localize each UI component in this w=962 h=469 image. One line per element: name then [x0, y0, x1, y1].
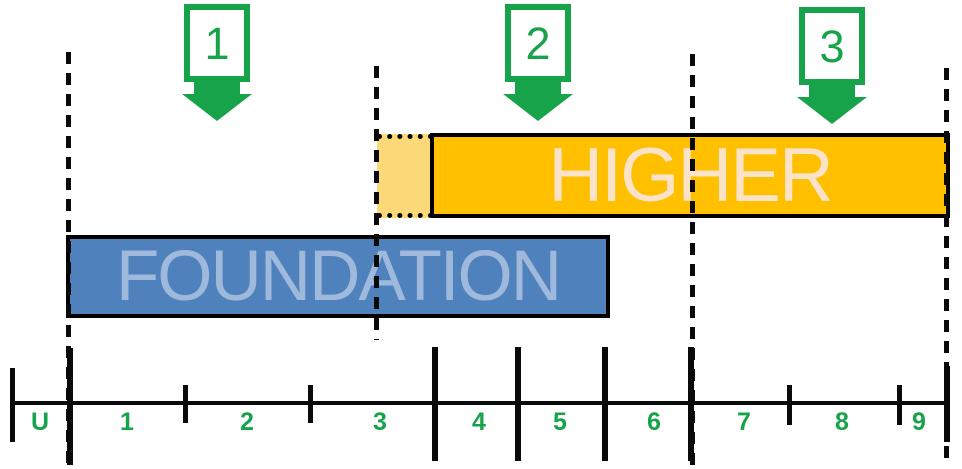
scale-label-3: 3 [373, 408, 387, 436]
marker-2: 2 [503, 4, 573, 121]
foundation-tier-label: FOUNDATION [115, 237, 562, 316]
tick-3-4 [432, 347, 438, 461]
marker-2-box: 2 [505, 4, 571, 82]
marker-3-label: 3 [819, 20, 845, 72]
foundation-tier-bar: FOUNDATION [66, 235, 610, 318]
down-arrow-icon [797, 84, 867, 124]
scale-label-4: 4 [472, 408, 486, 436]
down-arrow-icon [503, 81, 573, 121]
scale-label-8: 8 [835, 408, 849, 436]
marker-1-label: 1 [204, 17, 230, 69]
marker-2-label: 2 [525, 17, 551, 69]
tick-8-9 [897, 385, 902, 425]
scale-label-2: 2 [240, 408, 254, 436]
marker-3-box: 3 [799, 7, 865, 85]
tick-5-6 [602, 347, 608, 461]
marker-3: 3 [797, 7, 867, 124]
scale-label-1: 1 [120, 408, 134, 436]
scale-label-5: 5 [553, 408, 567, 436]
tick-1-2 [183, 385, 188, 423]
tick-4-5 [515, 347, 521, 461]
marker-1-box: 1 [184, 4, 250, 82]
down-arrow-icon [182, 81, 252, 121]
higher-tier-dotted-extension [377, 134, 433, 218]
boundary-dashed-line-3 [690, 54, 695, 465]
boundary-dashed-line-1 [66, 52, 71, 465]
boundary-dashed-line-2 [374, 66, 379, 340]
tick-7-8 [787, 385, 792, 425]
scale-label-9: 9 [912, 408, 926, 436]
scale-label-u: U [30, 408, 50, 436]
tick-u-left [10, 368, 15, 442]
marker-1: 1 [182, 4, 252, 121]
tick-2-3 [308, 385, 313, 423]
scale-label-6: 6 [647, 408, 661, 436]
number-line [10, 401, 950, 405]
boundary-dashed-line-4 [944, 68, 949, 458]
scale-label-7: 7 [737, 408, 751, 436]
